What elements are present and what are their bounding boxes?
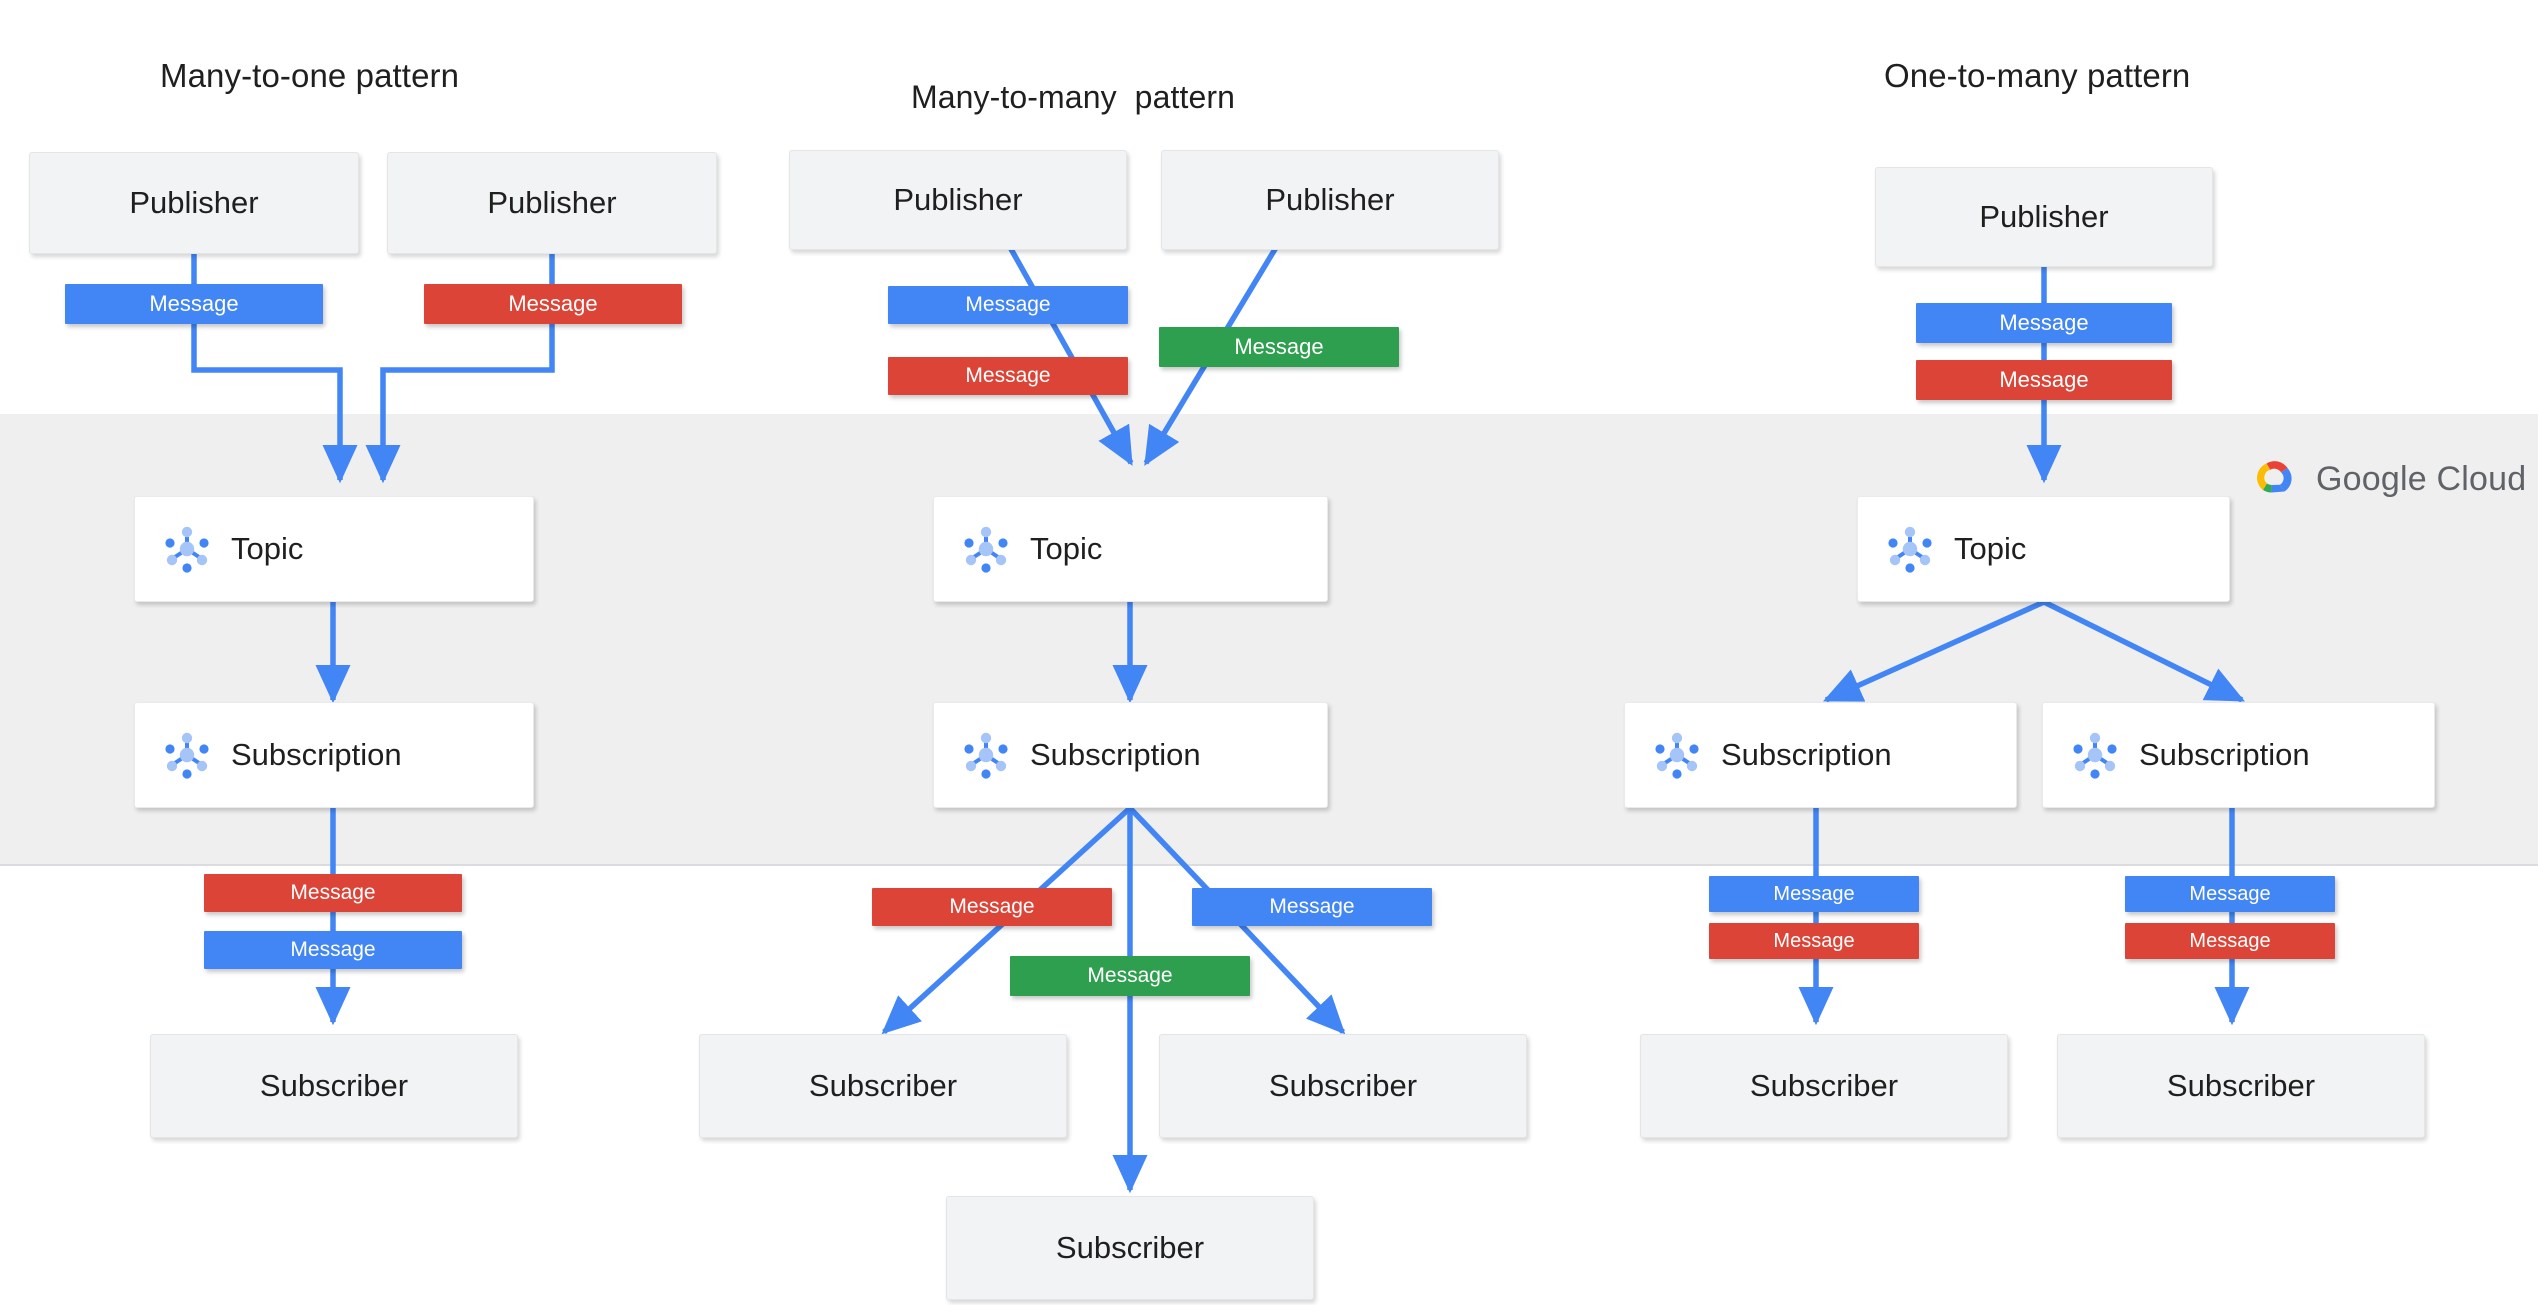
topic-box[interactable]: Topic	[1857, 496, 2230, 602]
message-label: Message	[1773, 929, 1855, 952]
pubsub-subscription-icon	[1651, 729, 1703, 781]
subscription-label: Subscription	[1721, 737, 1892, 772]
column-title-many-to-one: Many-to-one pattern	[160, 57, 460, 94]
publisher-label: Publisher	[487, 185, 617, 220]
subscriber-label: Subscriber	[1749, 1068, 1899, 1103]
message-chip-red: Message	[888, 357, 1128, 395]
subscriber-box[interactable]: Subscriber	[150, 1034, 518, 1138]
google-cloud-logo-icon	[2246, 452, 2302, 507]
subscriber-label: Subscriber	[808, 1068, 958, 1103]
message-label: Message	[949, 895, 1035, 918]
google-cloud-brand-lockup: Google Cloud	[2246, 452, 2526, 507]
message-label: Message	[1269, 895, 1355, 918]
subscriber-box[interactable]: Subscriber	[1159, 1034, 1527, 1138]
message-label: Message	[290, 881, 376, 904]
subscriber-box[interactable]: Subscriber	[699, 1034, 1067, 1138]
subscription-box[interactable]: Subscription	[933, 702, 1328, 808]
subscriber-box[interactable]: Subscriber	[946, 1196, 1314, 1300]
google-cloud-wordmark: Google Cloud	[2316, 460, 2527, 498]
message-chip-blue: Message	[65, 284, 323, 324]
publisher-box[interactable]: Publisher	[1161, 150, 1499, 250]
subscriber-label: Subscriber	[259, 1068, 409, 1103]
message-chip-red: Message	[1916, 360, 2172, 400]
pubsub-subscription-icon	[960, 729, 1012, 781]
subscriber-box[interactable]: Subscriber	[2057, 1034, 2425, 1138]
message-chip-red: Message	[872, 888, 1112, 926]
message-chip-green: Message	[1010, 956, 1250, 996]
publisher-box[interactable]: Publisher	[1875, 167, 2213, 267]
message-label: Message	[965, 364, 1051, 387]
topic-box[interactable]: Topic	[134, 496, 534, 602]
message-label: Message	[508, 291, 598, 316]
message-chip-green: Message	[1159, 327, 1399, 367]
topic-label: Topic	[1954, 531, 2027, 566]
message-chip-blue: Message	[888, 286, 1128, 324]
publisher-box[interactable]: Publisher	[29, 152, 359, 254]
pubsub-topic-icon	[161, 523, 213, 575]
subscription-box[interactable]: Subscription	[134, 702, 534, 808]
subscription-box[interactable]: Subscription	[2042, 702, 2435, 808]
topic-label: Topic	[1030, 531, 1103, 566]
message-chip-blue: Message	[1709, 876, 1919, 912]
publisher-label: Publisher	[1979, 199, 2109, 234]
pubsub-topic-icon	[1884, 523, 1936, 575]
message-chip-red: Message	[204, 874, 462, 912]
message-chip-blue: Message	[1192, 888, 1432, 926]
pubsub-subscription-icon	[2069, 729, 2121, 781]
pubsub-topic-icon	[960, 523, 1012, 575]
publisher-label: Publisher	[129, 185, 259, 220]
message-label: Message	[1999, 367, 2089, 392]
subscription-label: Subscription	[231, 737, 402, 772]
message-label: Message	[965, 293, 1051, 316]
publisher-label: Publisher	[1265, 182, 1395, 217]
publisher-box[interactable]: Publisher	[789, 150, 1127, 250]
subscription-label: Subscription	[1030, 737, 1201, 772]
message-label: Message	[1773, 882, 1855, 905]
subscriber-label: Subscriber	[1055, 1230, 1205, 1265]
message-chip-red: Message	[424, 284, 682, 324]
subscription-box[interactable]: Subscription	[1624, 702, 2017, 808]
pubsub-subscription-icon	[161, 729, 213, 781]
subscriber-label: Subscriber	[1268, 1068, 1418, 1103]
column-title-many-to-many: Many-to-many pattern	[911, 79, 1236, 115]
message-chip-blue: Message	[2125, 876, 2335, 912]
subscription-label: Subscription	[2139, 737, 2310, 772]
subscriber-label: Subscriber	[2166, 1068, 2316, 1103]
topic-box[interactable]: Topic	[933, 496, 1328, 602]
publisher-box[interactable]: Publisher	[387, 152, 717, 254]
publisher-label: Publisher	[893, 182, 1023, 217]
message-chip-red: Message	[1709, 923, 1919, 959]
message-label: Message	[1999, 310, 2089, 335]
subscriber-box[interactable]: Subscriber	[1640, 1034, 2008, 1138]
message-label: Message	[149, 291, 239, 316]
message-label: Message	[290, 938, 376, 961]
column-title-one-to-many: One-to-many pattern	[1884, 57, 2191, 94]
message-label: Message	[2189, 882, 2271, 905]
message-label: Message	[1234, 334, 1324, 359]
message-chip-blue: Message	[204, 931, 462, 969]
topic-label: Topic	[231, 531, 304, 566]
message-label: Message	[1087, 964, 1173, 987]
message-label: Message	[2189, 929, 2271, 952]
message-chip-red: Message	[2125, 923, 2335, 959]
message-chip-blue: Message	[1916, 303, 2172, 343]
